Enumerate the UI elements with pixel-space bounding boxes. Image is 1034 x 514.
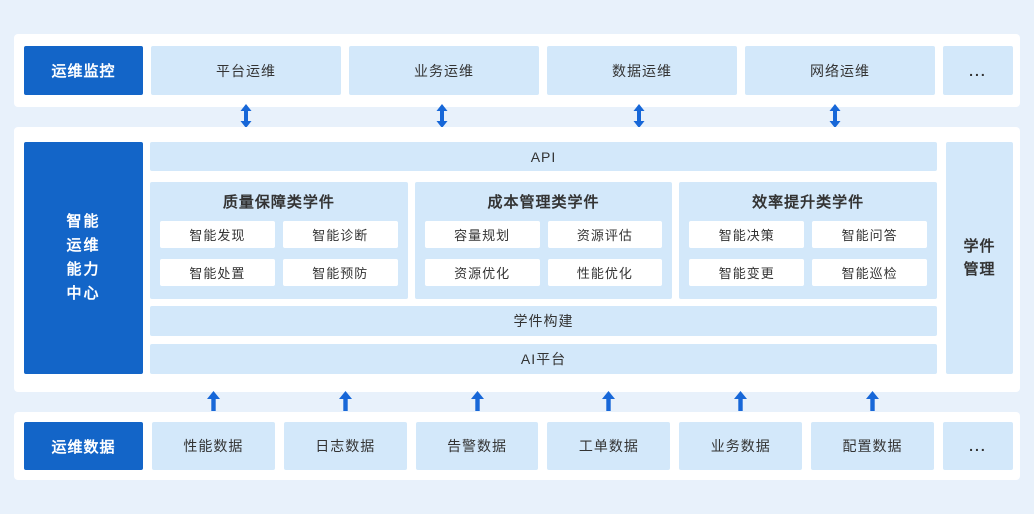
capability-center-label: 智能 运维 能力 中心	[24, 142, 143, 374]
chip-intelligent-qa: 智能问答	[812, 221, 928, 248]
chip-intelligent-discovery: 智能发现	[160, 221, 275, 248]
chip-intelligent-handling: 智能处置	[160, 259, 275, 286]
up-arrow-icon	[471, 391, 484, 411]
monitor-row-panel: 运维监控 平台运维 业务运维 数据运维 网络运维 ...	[14, 34, 1020, 107]
up-arrow-icon	[207, 391, 220, 411]
category-chips: 智能决策 智能问答 智能变更 智能巡检	[689, 221, 928, 286]
data-item-ticket: 工单数据	[547, 422, 671, 470]
monitor-row-label: 运维监控	[24, 46, 143, 95]
double-arrow-icon	[633, 104, 645, 128]
learnware-management-column: 学件 管理	[946, 142, 1013, 374]
api-bar: API	[150, 142, 937, 171]
monitor-more-ellipsis: ...	[943, 46, 1013, 95]
double-arrow-icon	[829, 104, 841, 128]
capability-center-label-line: 中心	[66, 285, 101, 302]
category-cost-management: 成本管理类学件 容量规划 资源评估 资源优化 性能优化	[414, 182, 673, 299]
double-arrow-icon	[240, 104, 252, 128]
category-title: 效率提升类学件	[752, 194, 865, 211]
up-arrow-icon	[602, 391, 615, 411]
chip-resource-evaluation: 资源评估	[547, 221, 663, 248]
capability-center-label-line: 智能	[66, 213, 101, 230]
capability-center-label-line: 运维	[66, 237, 101, 254]
category-chips: 智能发现 智能诊断 智能处置 智能预防	[160, 221, 398, 286]
chip-intelligent-prevention: 智能预防	[282, 259, 398, 286]
category-efficiency-improvement: 效率提升类学件 智能决策 智能问答 智能变更 智能巡检	[679, 182, 938, 299]
data-item-business: 业务数据	[679, 422, 803, 470]
data-more-ellipsis: ...	[942, 422, 1013, 470]
chip-intelligent-change: 智能变更	[689, 259, 805, 286]
data-item-log: 日志数据	[283, 422, 407, 470]
chip-capacity-planning: 容量规划	[424, 221, 540, 248]
learnware-categories-row: 质量保障类学件 智能发现 智能诊断 智能处置 智能预防 成本管理类学件 容量规划…	[150, 182, 938, 299]
capability-center-panel: 智能 运维 能力 中心 API 质量保障类学件 智能发现 智能诊断 智能处置 智…	[14, 127, 1020, 392]
up-arrow-icon	[734, 391, 747, 411]
chip-intelligent-diagnosis: 智能诊断	[282, 221, 398, 248]
monitor-item-network: 网络运维	[745, 46, 935, 95]
monitor-item-data: 数据运维	[547, 46, 737, 95]
data-row-panel: 运维数据 性能数据 日志数据 告警数据 工单数据 业务数据 配置数据 ...	[14, 412, 1020, 480]
data-row-label: 运维数据	[24, 422, 143, 470]
learnware-management-line: 管理	[963, 261, 996, 278]
learnware-build-bar: 学件构建	[150, 306, 937, 336]
chip-resource-optimization: 资源优化	[424, 259, 540, 286]
monitor-item-platform: 平台运维	[151, 46, 341, 95]
up-arrow-icon	[339, 391, 352, 411]
category-title: 质量保障类学件	[222, 194, 335, 211]
data-item-performance: 性能数据	[152, 422, 275, 470]
up-arrow-icon	[866, 391, 879, 411]
double-arrow-icon	[436, 104, 448, 128]
category-chips: 容量规划 资源评估 资源优化 性能优化	[424, 221, 663, 286]
capability-center-content: API 质量保障类学件 智能发现 智能诊断 智能处置 智能预防 成本管理类学件 …	[150, 142, 938, 374]
chip-intelligent-inspection: 智能巡检	[812, 259, 928, 286]
monitor-item-business: 业务运维	[349, 46, 539, 95]
chip-performance-optimization: 性能优化	[547, 259, 663, 286]
chip-intelligent-decision: 智能决策	[689, 221, 805, 248]
category-quality-assurance: 质量保障类学件 智能发现 智能诊断 智能处置 智能预防	[150, 182, 408, 299]
capability-center-label-line: 能力	[66, 261, 101, 278]
learnware-management-line: 学件	[963, 238, 996, 255]
data-item-config: 配置数据	[811, 422, 934, 470]
data-item-alert: 告警数据	[415, 422, 539, 470]
category-title: 成本管理类学件	[487, 194, 600, 211]
ai-platform-bar: AI平台	[150, 344, 937, 374]
